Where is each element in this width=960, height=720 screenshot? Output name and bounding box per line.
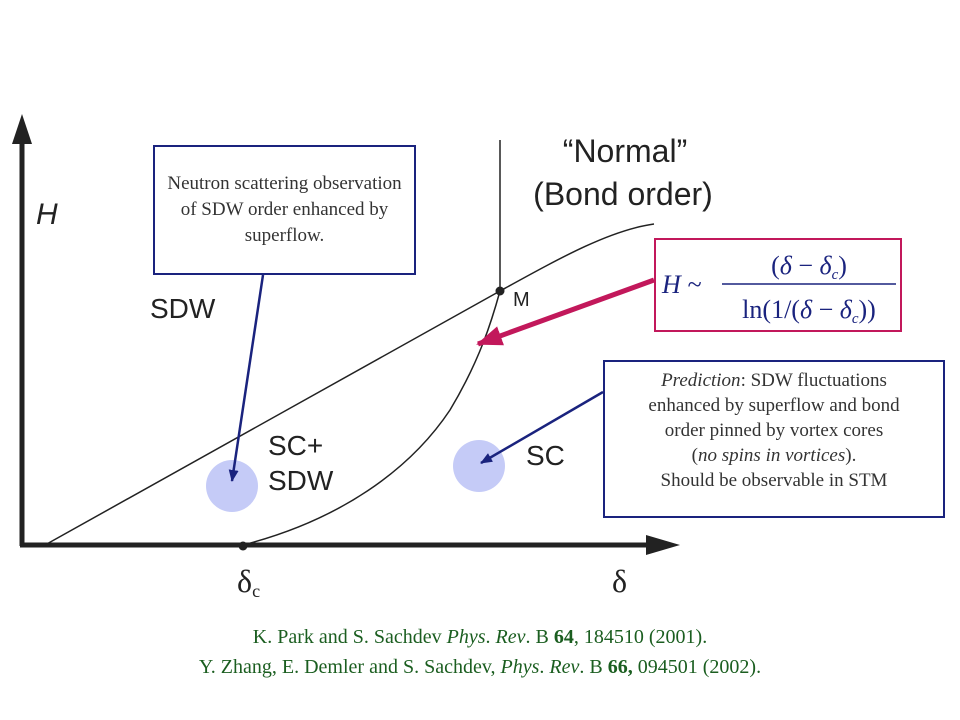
formula-arrow bbox=[476, 277, 655, 347]
sc-sdw-label-line1: SC+ bbox=[268, 430, 323, 461]
formula-box: H ~ (δ − δc) ln(1/(δ − δc)) bbox=[654, 238, 902, 332]
h-axis-label: H bbox=[36, 198, 58, 231]
reference-zhang-demler-sachdev: Y. Zhang, E. Demler and S. Sachdev, Phys… bbox=[198, 656, 762, 678]
neutron-scattering-text: Neutron scattering observation of SDW or… bbox=[167, 173, 402, 246]
sdw-region-label: SDW bbox=[150, 293, 216, 324]
delta-c-label: δc bbox=[237, 563, 260, 601]
prediction-line-2: enhanced by superflow and bond bbox=[648, 395, 900, 416]
prediction-line-5: Should be observable in STM bbox=[660, 470, 888, 491]
upper-boundary-curve bbox=[499, 223, 655, 292]
bond-order-label: (Bond order) bbox=[533, 176, 713, 212]
reference-park-sachdev: K. Park and S. Sachdev Phys. Rev. B 64, … bbox=[252, 626, 708, 648]
prediction-line-1: Prediction: SDW fluctuations bbox=[661, 370, 887, 391]
prediction-box: Prediction: SDW fluctuations enhanced by… bbox=[603, 360, 945, 518]
sc-vortex-circle bbox=[453, 440, 505, 492]
formula-numerator: (δ − δc) bbox=[771, 251, 847, 283]
sc-boundary-curve bbox=[242, 290, 501, 546]
point-m-dot bbox=[495, 286, 505, 296]
sdw-boundary-line bbox=[44, 290, 501, 546]
delta-c-subscript: c bbox=[252, 581, 260, 601]
neutron-arrow bbox=[228, 274, 265, 482]
scaling-formula: H ~ (δ − δc) ln(1/(δ − δc)) bbox=[661, 251, 896, 327]
neutron-scattering-box: Neutron scattering observation of SDW or… bbox=[153, 145, 416, 275]
x-axis-arrowhead bbox=[646, 535, 680, 555]
delta-c-dot bbox=[238, 541, 248, 551]
formula-lhs: H ~ bbox=[661, 270, 701, 299]
sc-sdw-label-line2: SDW bbox=[268, 465, 334, 496]
prediction-line-3: order pinned by vortex cores bbox=[664, 420, 884, 441]
sdw-vortex-circle bbox=[206, 460, 258, 512]
normal-label: “Normal” bbox=[563, 133, 687, 169]
y-axis-arrowhead bbox=[12, 114, 32, 144]
prediction-arrow bbox=[480, 390, 604, 465]
formula-denominator: ln(1/(δ − δc)) bbox=[742, 295, 876, 327]
sc-region-label: SC bbox=[526, 440, 565, 471]
prediction-line-4: (no spins in vortices). bbox=[691, 445, 857, 466]
delta-axis-label: δ bbox=[612, 563, 627, 599]
point-m-label: M bbox=[513, 289, 530, 311]
